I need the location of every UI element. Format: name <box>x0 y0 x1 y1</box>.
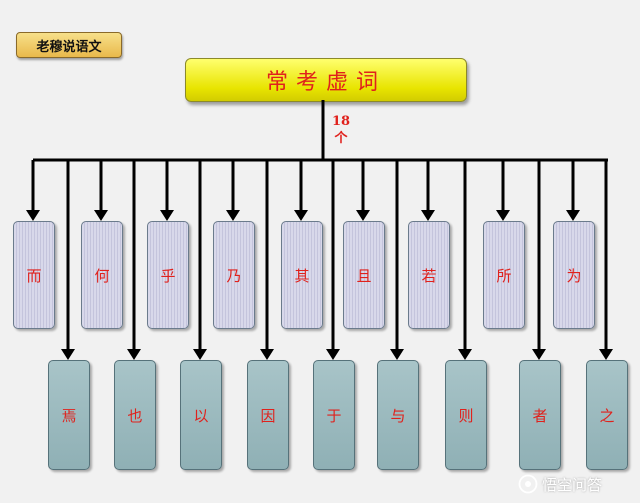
word-box-top: 且 <box>343 221 385 329</box>
word-label: 与 <box>390 406 406 425</box>
word-box-bottom: 于 <box>313 360 355 470</box>
bottom-arrow-head <box>260 349 274 360</box>
word-box-bottom: 与 <box>377 360 419 470</box>
top-arrow-head <box>294 210 308 221</box>
word-box-top: 何 <box>81 221 123 329</box>
word-box-bottom: 之 <box>586 360 628 470</box>
count-number: 18 <box>331 114 351 129</box>
top-arrow-head <box>566 210 580 221</box>
author-tag-label: 老穆说语文 <box>36 39 102 55</box>
top-arrow-head <box>26 210 40 221</box>
top-arrow-head <box>226 210 240 221</box>
bottom-arrow-head <box>532 349 546 360</box>
count-unit: 个 <box>334 131 348 146</box>
word-label: 也 <box>127 406 143 425</box>
diagram-title: 常考虚词 <box>265 70 386 95</box>
bottom-arrow-head <box>599 349 613 360</box>
word-box-top: 乎 <box>147 221 189 329</box>
word-label: 之 <box>599 406 615 425</box>
word-label: 若 <box>421 266 437 285</box>
bottom-arrow-head <box>61 349 75 360</box>
word-box-bottom: 以 <box>180 360 222 470</box>
watermark-text: 悟空问答 <box>542 475 603 494</box>
word-label: 而 <box>26 266 42 285</box>
word-box-bottom: 则 <box>445 360 487 470</box>
word-box-top: 其 <box>281 221 323 329</box>
count-label: 18 个 <box>327 113 355 147</box>
word-label: 者 <box>532 406 548 425</box>
word-label: 何 <box>94 266 110 285</box>
word-box-top: 为 <box>553 221 595 329</box>
word-box-top: 若 <box>408 221 450 329</box>
bottom-arrow-head <box>193 349 207 360</box>
watermark: 悟空问答 <box>518 470 636 498</box>
word-label: 其 <box>294 266 310 285</box>
word-label: 因 <box>260 406 276 425</box>
word-label: 焉 <box>61 406 77 425</box>
watermark-logo-icon <box>518 474 538 494</box>
word-box-top: 乃 <box>213 221 255 329</box>
diagram-title-box: 常考虚词 <box>185 58 467 102</box>
bottom-arrow-head <box>127 349 141 360</box>
word-label: 乃 <box>226 266 242 285</box>
top-arrow-head <box>160 210 174 221</box>
word-label: 则 <box>458 406 474 425</box>
word-label: 为 <box>566 266 582 285</box>
word-label: 以 <box>193 406 209 425</box>
bottom-arrow-head <box>390 349 404 360</box>
bottom-arrow-head <box>326 349 340 360</box>
word-box-bottom: 因 <box>247 360 289 470</box>
word-label: 乎 <box>160 266 176 285</box>
top-arrow-head <box>496 210 510 221</box>
word-box-bottom: 焉 <box>48 360 90 470</box>
bottom-arrow-head <box>458 349 472 360</box>
word-label: 所 <box>496 266 512 285</box>
word-box-top: 而 <box>13 221 55 329</box>
word-label: 于 <box>326 406 342 425</box>
word-box-bottom: 者 <box>519 360 561 470</box>
word-box-bottom: 也 <box>114 360 156 470</box>
top-arrow-head <box>94 210 108 221</box>
word-box-top: 所 <box>483 221 525 329</box>
word-label: 且 <box>356 266 372 285</box>
author-tag: 老穆说语文 <box>16 32 122 58</box>
top-arrow-head <box>356 210 370 221</box>
top-arrow-head <box>421 210 435 221</box>
